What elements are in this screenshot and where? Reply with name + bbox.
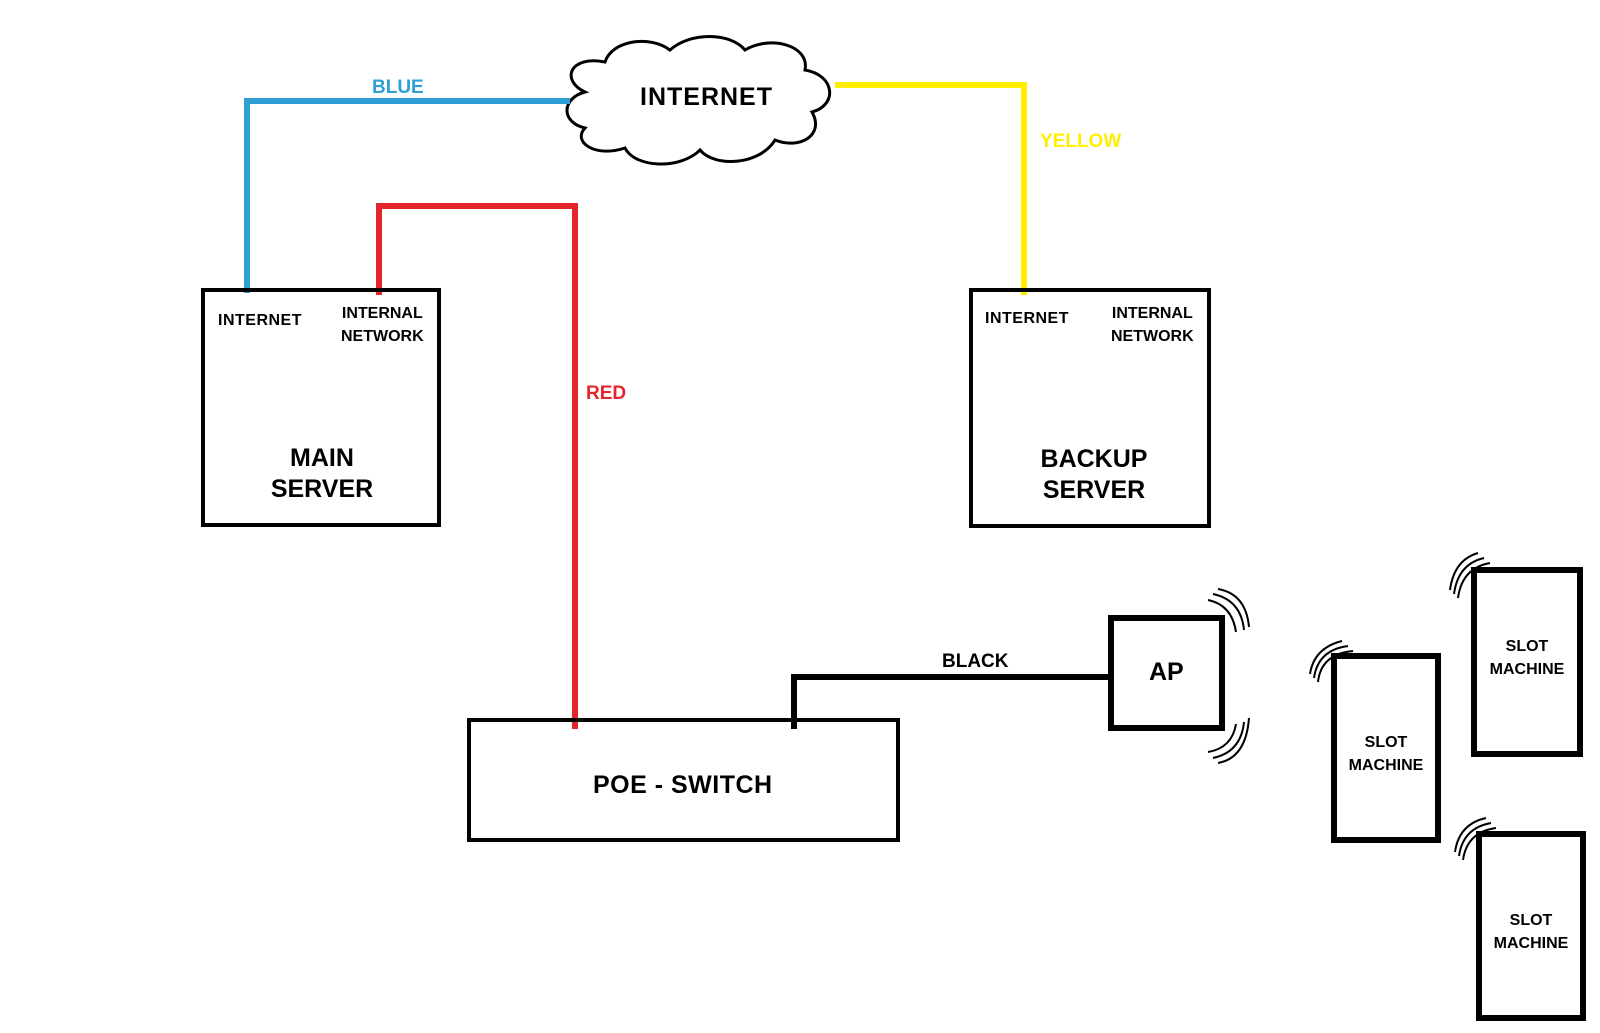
main-server-internal-port-line2: NETWORK [341,328,424,345]
black-wire [791,674,1111,729]
slot-machine-3-line2: MACHINE [1493,935,1569,952]
main-server-name-line2: SERVER [270,475,374,503]
main-server-internal-port-line1: INTERNAL [341,305,423,322]
yellow-wire-label: YELLOW [1040,131,1122,152]
main-server-box [201,288,441,527]
main-server-internet-port: INTERNET [218,312,302,329]
yellow-wire [835,82,1027,295]
black-wire-label: BLACK [942,651,1009,672]
backup-server-name: BACKUP SERVER [1024,444,1164,506]
backup-server-box [969,288,1211,528]
slot-machine-2-line1: SLOT [1364,734,1408,751]
red-wire [376,203,578,729]
slot-machine-label-1: SLOT MACHINE [1477,635,1577,681]
wifi-signal-icon [1207,552,1497,861]
backup-server-name-line1: BACKUP [1040,445,1148,473]
blue-wire-label: BLUE [372,77,424,98]
slot-machine-1-line1: SLOT [1505,638,1549,655]
backup-server-internal-port-line2: NETWORK [1111,328,1194,345]
main-server-name-line1: MAIN [290,444,354,472]
slot-machine-3-line1: SLOT [1509,912,1553,929]
main-server-name: MAIN SERVER [262,443,382,505]
red-wire-label: RED [586,383,627,404]
ap-label: AP [1149,658,1184,686]
backup-server-name-line2: SERVER [1042,476,1146,504]
backup-server-internal-port: INTERNAL NETWORK [1111,302,1194,348]
slot-machine-1-line2: MACHINE [1489,661,1565,678]
slot-machine-label-2: SLOT MACHINE [1336,731,1436,777]
backup-server-internal-port-line1: INTERNAL [1111,305,1193,322]
blue-wire [244,98,570,293]
poe-switch-label: POE - SWITCH [593,771,773,799]
slot-machine-box-3 [1476,831,1586,1021]
internet-cloud [565,35,831,166]
internet-cloud-label: INTERNET [640,83,773,111]
slot-machine-label-3: SLOT MACHINE [1481,909,1581,955]
main-server-internal-port: INTERNAL NETWORK [341,302,424,348]
backup-server-internet-port: INTERNET [985,310,1069,327]
ap-box [1108,615,1225,731]
poe-switch-box [467,718,900,842]
slot-machine-box-2 [1331,653,1441,843]
slot-machine-box-1 [1471,567,1583,757]
slot-machine-2-line2: MACHINE [1348,757,1424,774]
